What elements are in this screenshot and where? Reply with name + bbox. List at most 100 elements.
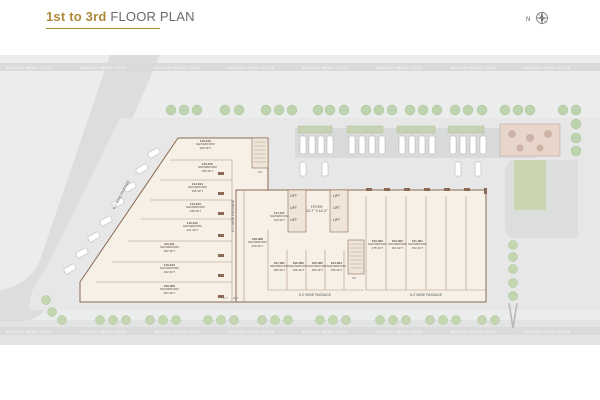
stair-down-tag: DN	[258, 170, 263, 174]
lift-label: LIFT	[333, 194, 340, 198]
watermark-text: BALAJIS 99042 27575	[6, 329, 53, 334]
compass-icon: N	[526, 9, 556, 31]
shop-area: 129 SFT	[273, 217, 286, 222]
shop-unit: 113-313	[189, 202, 201, 206]
shop-type: SHOWROOM	[270, 264, 289, 269]
lift-core-left	[287, 189, 307, 233]
shop-unit: 111-311	[164, 242, 175, 246]
shop-area: 156 SFT	[311, 267, 324, 272]
shop-type: SHOWROOM	[196, 142, 215, 147]
foyer-label: FOYER 13'-7" X 14'-2"	[306, 205, 327, 213]
page-title: 1st to 3rd FLOOR PLAN	[46, 9, 195, 24]
tree-icon	[536, 144, 544, 152]
shop-type: SHOWROOM	[188, 185, 207, 190]
shop-type: SHOWROOM	[183, 224, 202, 229]
watermark-text: BALAJIS 99042 27575	[228, 65, 275, 70]
shop-unit: 104-304	[330, 261, 342, 265]
building-footprint	[79, 137, 487, 303]
shop-unit: 116-316	[199, 139, 211, 143]
foyer-name: FOYER	[310, 205, 323, 209]
entrance-arrow-icon	[508, 302, 518, 329]
duct-tag: D.T	[223, 296, 228, 300]
shop-area: 192 SFT	[199, 145, 212, 150]
shop-area: 156 SFT	[330, 267, 343, 272]
tree-icon	[544, 130, 552, 138]
shop-unit: 101-301	[411, 239, 423, 243]
shop-label: 109-309 SHOWROOM 264 SFT	[160, 284, 179, 295]
shop-label: 104-304 SHOWROOM 156 SFT	[327, 261, 346, 272]
shop-unit: 109-309	[163, 284, 175, 288]
top-tree-row	[165, 104, 582, 157]
watermark-band-bottom	[0, 327, 600, 335]
watermark-text: BALAJIS 99042 27575	[524, 329, 571, 334]
watermark-text: BALAJIS 99042 27575	[450, 329, 497, 334]
shop-type: SHOWROOM	[368, 242, 387, 247]
shop-area: 156 SFT	[292, 267, 305, 272]
shop-type: SHOWROOM	[327, 264, 346, 269]
stair-core	[347, 239, 365, 275]
watermark-text: BALAJIS 99042 27575	[302, 65, 349, 70]
watermark-text: BALAJIS 99042 27575	[376, 329, 423, 334]
foyer-size: 13'-7" X 14'-2"	[306, 209, 328, 213]
shop-area: 270 SFT	[251, 243, 264, 248]
shop-unit: 110-310	[163, 263, 175, 267]
shop-area: 175 SFT	[371, 245, 384, 250]
shop-area: 156 SFT	[191, 188, 204, 193]
tree-icon	[516, 144, 524, 152]
shop-area: 180 SFT	[273, 267, 286, 272]
lift-label: LIFT	[290, 194, 297, 198]
page-title-lead: 1st to 3rd	[46, 9, 107, 24]
shop-unit: 114-314	[191, 182, 203, 186]
shop-type: SHOWROOM	[160, 266, 179, 271]
shop-label: 102-302 SHOWROOM 154 SFT	[388, 239, 407, 250]
title-underline	[46, 28, 160, 29]
shop-label: 115-315 SHOWROOM 155 SFT	[198, 162, 217, 173]
shop-unit: 105-305	[311, 261, 323, 265]
shop-area: 241 SFT	[186, 227, 199, 232]
watermark-text: BALAJIS 99042 27575	[154, 65, 201, 70]
shop-type: SHOWROOM	[160, 245, 179, 250]
watermark-text: BALAJIS 99042 27575	[376, 65, 423, 70]
shop-label: 116-316 SHOWROOM 192 SFT	[196, 139, 215, 150]
shop-area: 262 SFT	[163, 248, 176, 253]
shop-unit: 108-308	[251, 237, 263, 241]
shop-label: 110-310 SHOWROOM 263 SFT	[160, 263, 179, 274]
shop-area: 154 SFT	[391, 245, 404, 250]
parking-canopies	[297, 125, 485, 134]
shop-label: 113-313 SHOWROOM 198 SFT	[186, 202, 205, 213]
lawn-patch	[514, 160, 546, 210]
shop-label: 111-311 SHOWROOM 262 SFT	[160, 242, 179, 253]
tree-icon	[508, 130, 516, 138]
lift-label: LIFT	[290, 218, 297, 222]
lift-label: LIFT	[290, 206, 297, 210]
passage-label: 6.0' WIDE PASSAGE	[299, 293, 332, 297]
compass-north-label: N	[526, 17, 531, 23]
lift-core-right	[329, 189, 349, 233]
watermark-text: BALAJIS 99042 27575	[6, 65, 53, 70]
shop-type: SHOWROOM	[160, 287, 179, 292]
page-title-rest: FLOOR PLAN	[110, 9, 195, 24]
watermark-text: BALAJIS 99042 27575	[228, 329, 275, 334]
shop-area: 263 SFT	[163, 269, 176, 274]
parked-cars	[63, 135, 487, 275]
watermark-text: BALAJIS 99042 27575	[80, 65, 127, 70]
shop-type: SHOWROOM	[308, 264, 327, 269]
shop-type: SHOWROOM	[289, 264, 308, 269]
shop-label: 112-312 SHOWROOM 241 SFT	[183, 221, 202, 232]
lift-label: LIFT	[333, 218, 340, 222]
bottom-tree-row	[41, 240, 518, 325]
shop-unit: 103-303	[371, 239, 383, 243]
tree-icon	[526, 134, 534, 142]
shop-area: 154 SFT	[411, 245, 424, 250]
shop-type: SHOWROOM	[198, 165, 217, 170]
passage-label: 6.0' WIDE PASSAGE	[410, 293, 443, 297]
wc-tag: W.C	[233, 296, 239, 300]
shop-type: SHOWROOM	[248, 240, 267, 245]
shop-unit: 106-306	[292, 261, 304, 265]
watermark-text: BALAJIS 99042 27575	[302, 329, 349, 334]
compass-rose-icon	[535, 11, 549, 25]
shop-unit: 107-307	[273, 261, 285, 265]
shop-type: SHOWROOM	[270, 214, 289, 219]
shop-unit: 115-315	[201, 162, 213, 166]
